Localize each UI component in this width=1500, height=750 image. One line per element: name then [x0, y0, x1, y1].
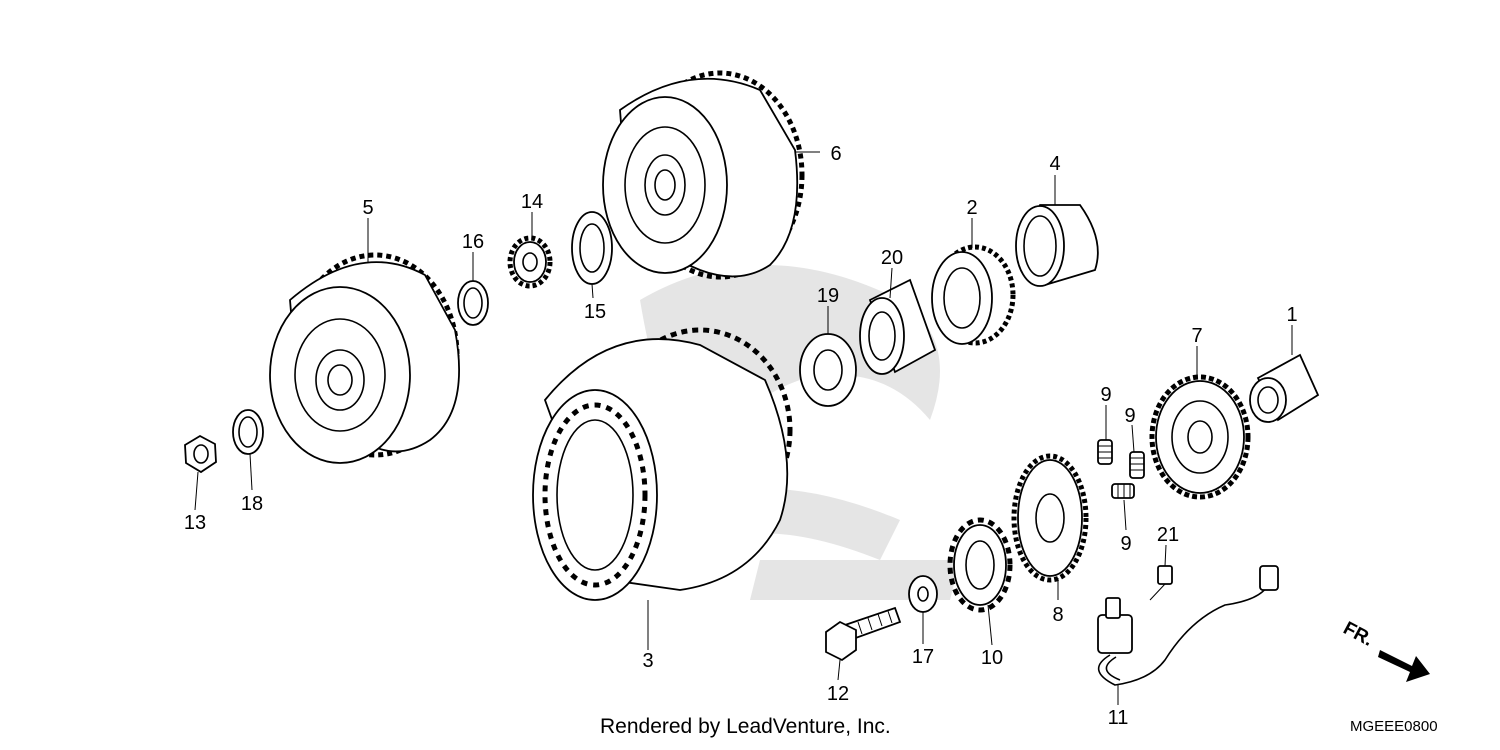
callout-9c: 9	[1120, 533, 1131, 555]
callout-18: 18	[241, 493, 263, 515]
diagram-code: MGEEE0800	[1350, 718, 1438, 735]
clutch-basket-upper	[602, 70, 805, 280]
front-direction-indicator: FR.	[1340, 618, 1430, 682]
callout-13: 13	[184, 512, 206, 534]
washer-19	[799, 333, 857, 407]
callout-1: 1	[1286, 304, 1297, 326]
callout-9a: 9	[1100, 384, 1111, 406]
spring-9c	[1111, 483, 1135, 499]
callout-5: 5	[362, 197, 373, 219]
callout-7: 7	[1191, 325, 1202, 347]
callout-14: 14	[521, 191, 543, 213]
bolt-12	[825, 606, 902, 662]
sleeve-4	[1015, 204, 1099, 287]
bolt-21	[1149, 565, 1173, 601]
leader-lines	[194, 151, 1293, 705]
nut-13	[184, 434, 217, 474]
callout-17: 17	[912, 646, 934, 668]
callout-12: 12	[827, 683, 849, 705]
needle-bearing-1	[1249, 353, 1320, 423]
callouts: 1 2 3 4 5 6 7 8 9 9 9 10 11 12 13 14 15 …	[184, 143, 1298, 729]
spring-9b	[1129, 451, 1145, 479]
callout-2: 2	[966, 197, 977, 219]
callout-21: 21	[1157, 524, 1179, 546]
washer-17	[908, 575, 938, 613]
clutch-basket-outer	[269, 252, 460, 464]
washer-15	[571, 211, 613, 285]
callout-4: 4	[1049, 153, 1060, 175]
callout-19: 19	[817, 285, 839, 307]
callout-10: 10	[981, 647, 1003, 669]
washer-16	[457, 280, 489, 326]
starter-gear-7	[1149, 374, 1251, 500]
callout-16: 16	[462, 231, 484, 253]
spring-9a	[1097, 439, 1113, 465]
washer-18	[232, 409, 264, 455]
callout-3: 3	[642, 650, 653, 672]
clutch-drum	[532, 327, 793, 601]
callout-8: 8	[1052, 604, 1063, 626]
gear-collar-2	[931, 244, 1016, 346]
sensor-harness-11	[1097, 565, 1279, 686]
front-arrow-icon	[1378, 650, 1430, 682]
callout-20: 20	[881, 247, 903, 269]
callout-15: 15	[584, 301, 606, 323]
callout-11: 11	[1108, 707, 1129, 729]
oneway-plate-8	[1011, 453, 1089, 583]
callout-6: 6	[830, 143, 841, 165]
needle-bearing-20	[859, 278, 937, 375]
fr-label: FR.	[1340, 618, 1377, 651]
oneway-clutch-10	[947, 517, 1013, 613]
callout-9b: 9	[1124, 405, 1135, 427]
render-credit: Rendered by LeadVenture, Inc.	[600, 715, 891, 738]
gear-14	[507, 235, 553, 289]
